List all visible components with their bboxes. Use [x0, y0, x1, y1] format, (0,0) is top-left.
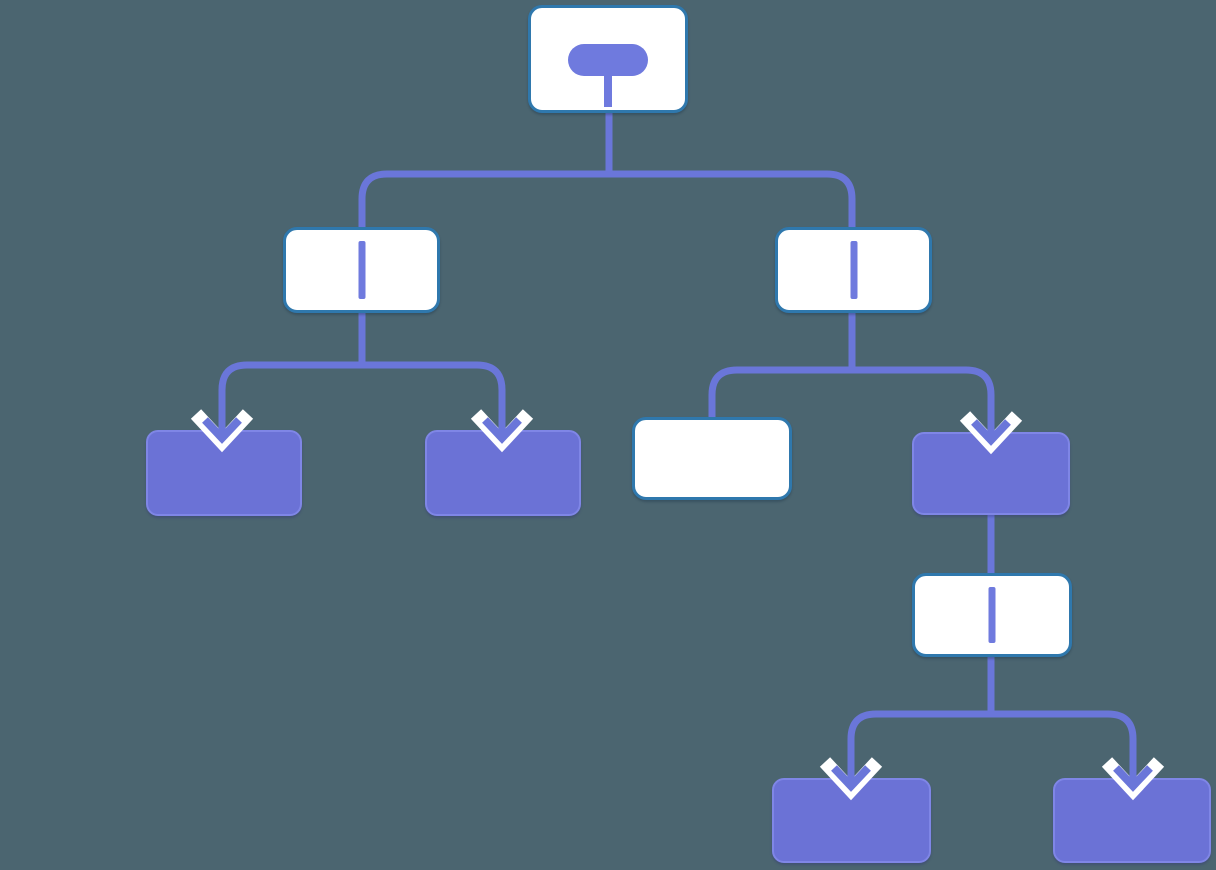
- node-leaf-2[interactable]: [425, 430, 581, 516]
- node-leaf-4[interactable]: [1053, 778, 1211, 863]
- pass-through-line-icon: [358, 241, 365, 299]
- wire-branch-left: [218, 361, 506, 438]
- node-leaf-3[interactable]: [772, 778, 931, 863]
- node-branch-bottom[interactable]: [912, 573, 1072, 657]
- node-branch-right[interactable]: [775, 227, 932, 313]
- root-pill-stem-icon: [604, 72, 612, 107]
- node-branch-left[interactable]: [283, 227, 440, 313]
- node-white-leaf[interactable]: [632, 417, 792, 500]
- node-leaf-1[interactable]: [146, 430, 302, 516]
- wire-branch-top: [358, 170, 856, 232]
- pass-through-line-icon: [850, 241, 857, 299]
- root-pill-icon: [568, 44, 648, 76]
- wire-branch-bottom: [847, 710, 1137, 786]
- pass-through-line-icon: [988, 587, 996, 643]
- node-root[interactable]: [528, 5, 688, 113]
- node-purple-mid[interactable]: [912, 432, 1070, 515]
